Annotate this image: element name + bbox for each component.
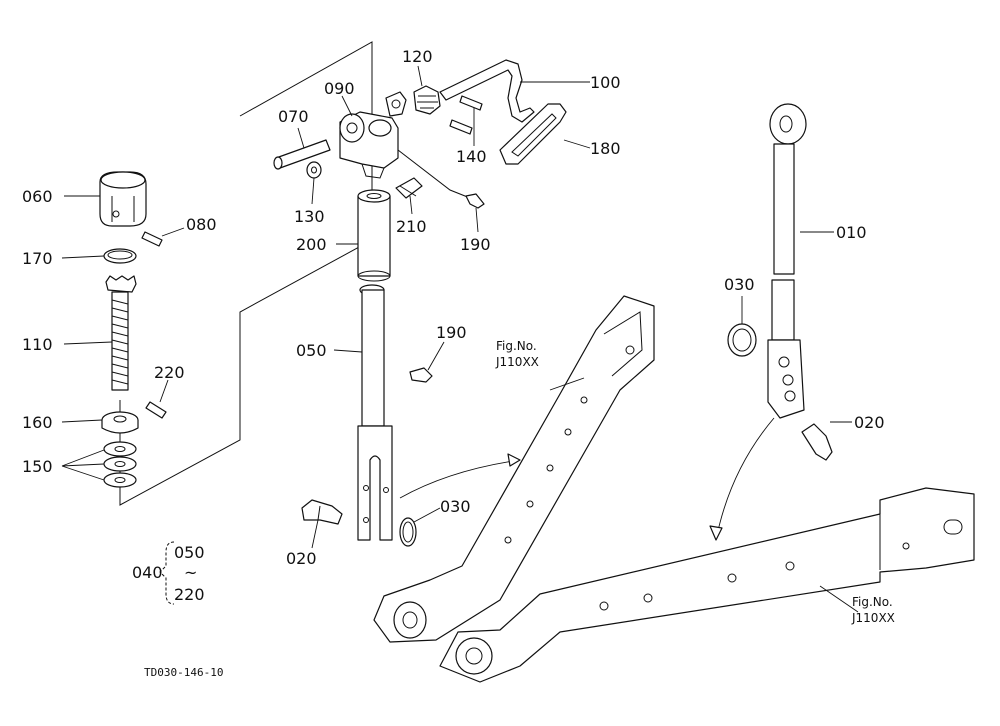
arrowhead-right — [709, 525, 723, 541]
label-130: 130 — [294, 207, 325, 226]
label-020-left: 020 — [286, 549, 317, 568]
label-150: 150 — [22, 457, 53, 476]
arrowhead-left — [507, 453, 521, 467]
label-110: 110 — [22, 335, 53, 354]
fig-ref-right-line1: Fig.No. — [852, 595, 893, 609]
label-170: 170 — [22, 249, 53, 268]
part-060-housing — [99, 171, 147, 227]
bracket-to: 220 — [174, 585, 205, 604]
assembly-arrow-left — [399, 459, 521, 499]
fig-ref-left-line2: J110XX — [495, 355, 539, 369]
part-140-pins — [449, 95, 483, 135]
part-010-top-link — [767, 103, 807, 419]
label-020-right: 020 — [854, 413, 885, 432]
part-030-ring-right — [727, 323, 757, 357]
part-100-rod — [439, 59, 535, 123]
part-080-pin — [141, 231, 163, 247]
part-120-gear-nut — [413, 85, 441, 115]
part-180-clip — [397, 103, 567, 199]
leader-lines — [61, 65, 859, 613]
part-190-fitting-top — [465, 193, 485, 209]
part-210-bolt — [395, 177, 423, 199]
label-180: 180 — [590, 139, 621, 158]
part-030-ring-left — [399, 517, 417, 547]
assembly-boundary — [119, 41, 373, 506]
part-220-pin — [145, 401, 167, 419]
part-170-washer — [103, 248, 137, 264]
label-030-left: 030 — [440, 497, 471, 516]
group-bracket — [159, 541, 175, 605]
part-190-fitting-mid — [409, 367, 433, 383]
part-200-sleeve — [357, 189, 391, 282]
part-020-pin-left — [301, 499, 343, 525]
label-140: 140 — [456, 147, 487, 166]
label-080: 080 — [186, 215, 217, 234]
label-210: 210 — [396, 217, 427, 236]
label-030-right: 030 — [724, 275, 755, 294]
label-220: 220 — [154, 363, 185, 382]
part-labels: 060 080 170 110 220 160 150 070 090 120 … — [22, 47, 895, 679]
part-070-pin — [273, 139, 331, 170]
label-100: 100 — [590, 73, 621, 92]
label-190-mid: 190 — [436, 323, 467, 342]
label-160: 160 — [22, 413, 53, 432]
part-090-clevis — [339, 91, 407, 179]
fig-ref-left-line1: Fig.No. — [496, 339, 537, 353]
label-010: 010 — [836, 223, 867, 242]
label-050: 050 — [296, 341, 327, 360]
part-110-screw — [105, 275, 137, 391]
part-160-nut — [101, 411, 139, 434]
fig-ref-right-line2: J110XX — [851, 611, 895, 625]
label-120: 120 — [402, 47, 433, 66]
assembly-arrow-right — [715, 417, 775, 541]
bracket-from: 050 — [174, 543, 205, 562]
label-070: 070 — [278, 107, 309, 126]
part-020-pin-right — [801, 423, 833, 461]
bracket-tilde: ~ — [184, 563, 197, 582]
label-090: 090 — [324, 79, 355, 98]
lower-link-left — [373, 295, 655, 643]
lower-link-right — [439, 487, 975, 683]
drawing-code: TD030-146-10 — [144, 666, 223, 679]
label-200: 200 — [296, 235, 327, 254]
label-190-top: 190 — [460, 235, 491, 254]
label-040: 040 — [132, 563, 163, 582]
label-060: 060 — [22, 187, 53, 206]
part-150-washers — [103, 441, 137, 488]
part-130-washer — [306, 161, 322, 179]
part-050-lift-rod — [357, 284, 393, 541]
